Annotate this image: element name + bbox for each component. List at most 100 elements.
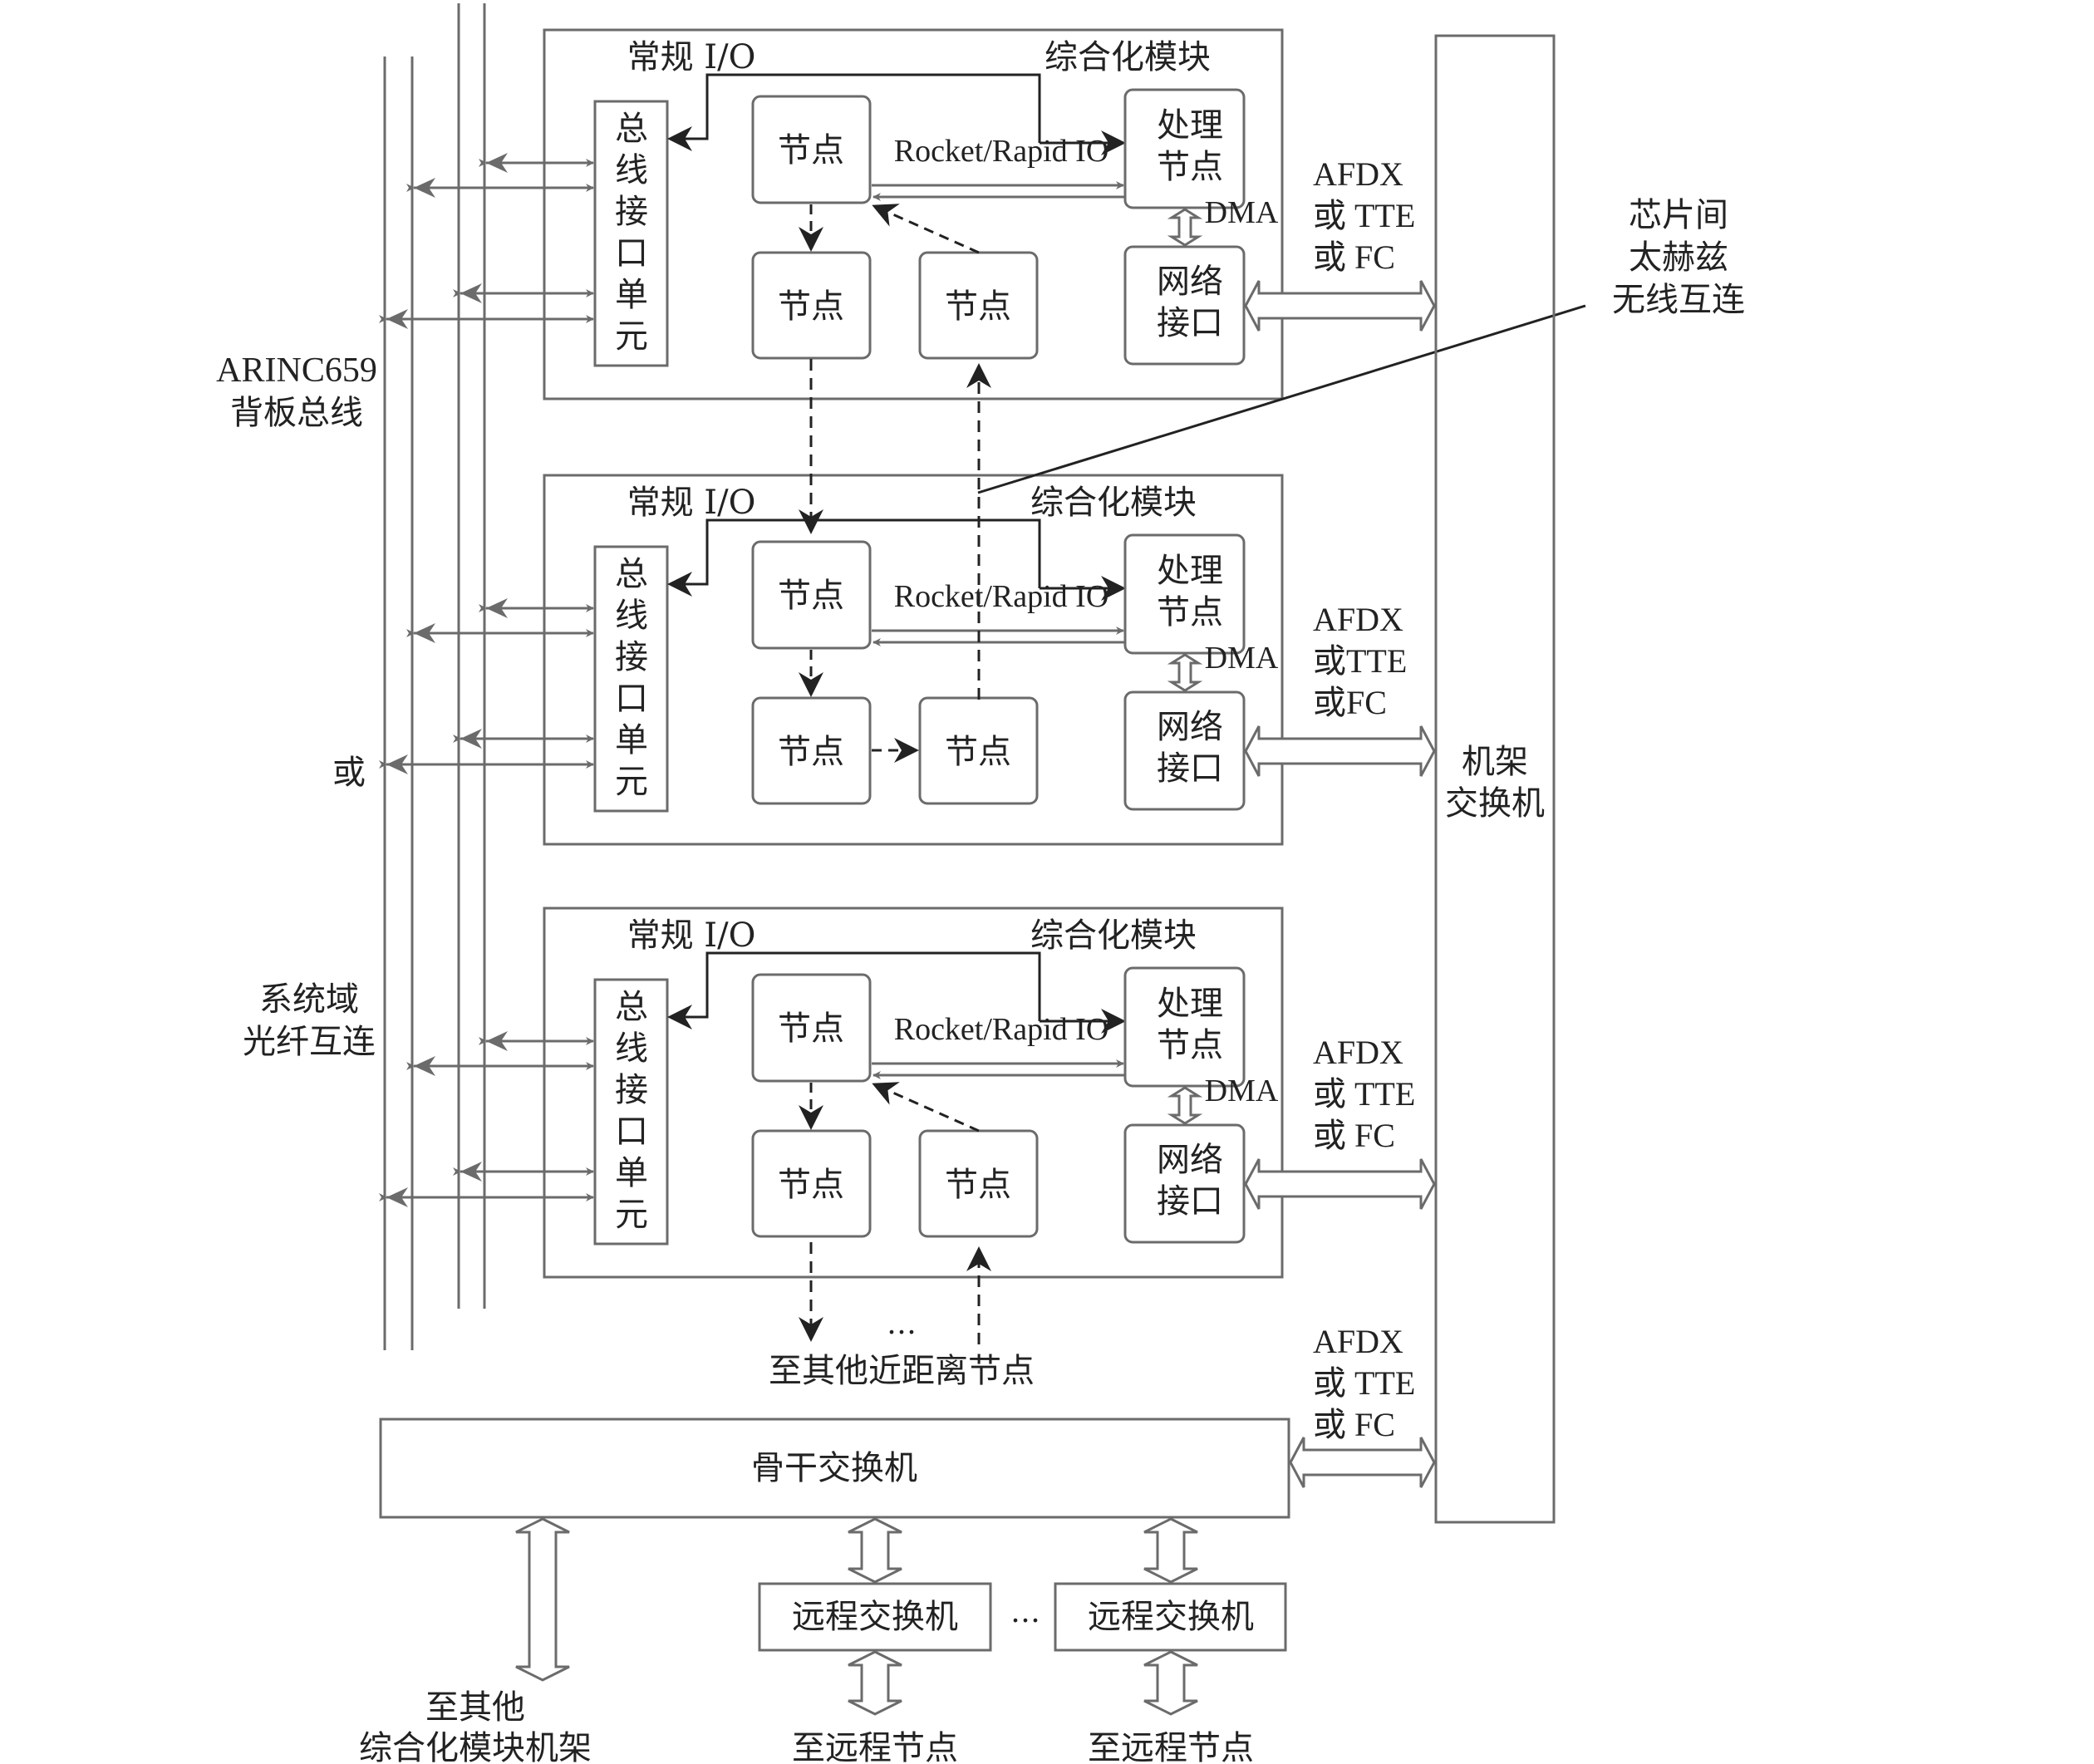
- fiber-label-line2: 光纤互连: [243, 1023, 376, 1061]
- network-interface-label-line2: 接口: [1157, 749, 1223, 788]
- network-interface-box[interactable]: [1123, 245, 1246, 366]
- node-label: 节点: [778, 287, 844, 326]
- network-interface-label-line2: 接口: [1157, 1182, 1223, 1221]
- rack-link-arrow-1: [1244, 280, 1436, 332]
- bus-interface-unit-char: 接: [615, 1071, 648, 1109]
- io-label: 常规 I/O: [627, 484, 756, 522]
- network-interface-box[interactable]: [1123, 1123, 1246, 1244]
- bus-interface-unit-char: 口: [615, 680, 648, 718]
- node-box[interactable]: [751, 696, 872, 805]
- arrowhead-icon: [486, 153, 508, 173]
- backbone-switch-label: 骨干交换机: [751, 1449, 917, 1487]
- arrowhead-icon: [414, 623, 435, 643]
- arrowhead-icon: [386, 754, 408, 774]
- dma-label: DMA: [1205, 1074, 1279, 1108]
- rack-switch[interactable]: 机架 交换机: [1434, 34, 1556, 1524]
- bus-interface-unit-char: 口: [615, 1113, 648, 1151]
- near-nodes-ellipsis: …: [887, 1307, 917, 1341]
- remote-switch-1[interactable]: 远程交换机: [758, 1582, 992, 1652]
- backplane-label-line1: ARINC659: [216, 351, 377, 390]
- bus-interface-unit[interactable]: [593, 978, 669, 1246]
- wireless-label-line1: 芯片间: [1629, 196, 1728, 234]
- other-racks-label-line2: 综合化模块机架: [359, 1729, 592, 1764]
- or-label: 或: [332, 754, 366, 792]
- arrowhead-icon: [414, 178, 435, 198]
- remote-switch-2[interactable]: 远程交换机: [1054, 1582, 1287, 1652]
- remote-nodes-label-2: 至远程节点: [1088, 1729, 1254, 1764]
- backplane-label-line2: 背板总线: [230, 394, 363, 432]
- io-route-line: [667, 73, 1041, 151]
- bus-interface-unit-char: 单: [615, 276, 648, 314]
- fiber-label-line1: 系统域: [259, 980, 359, 1019]
- dma-label: DMA: [1205, 195, 1279, 230]
- link-label: AFDX: [1313, 1323, 1403, 1360]
- node-box[interactable]: [751, 540, 872, 650]
- module-label: 综合化模块: [1030, 916, 1197, 955]
- backbone-switch[interactable]: 骨干交换机: [379, 1418, 1290, 1519]
- link-label: AFDX: [1313, 155, 1403, 193]
- dma-arrow: [1167, 1086, 1203, 1125]
- remote-switch-2-up-arrow: [1143, 1517, 1198, 1584]
- module-frame: [543, 28, 1284, 400]
- node-label: 节点: [778, 1166, 844, 1204]
- dashed-link-node-diagonal: [872, 1082, 980, 1133]
- dashed-link-node-diagonal: [872, 204, 980, 254]
- bus-interface-unit-char: 线: [615, 597, 648, 635]
- processing-node-box[interactable]: [1123, 533, 1246, 655]
- bus-interface-unit-char: 总: [615, 555, 648, 593]
- dma-arrow: [1167, 208, 1203, 247]
- processing-node-box[interactable]: [1123, 966, 1246, 1088]
- io-label: 常规 I/O: [627, 916, 756, 955]
- arrowhead-icon: [460, 1162, 482, 1182]
- bus-interface-unit-char: 单: [615, 1154, 648, 1192]
- link-label: AFDX: [1313, 1034, 1403, 1071]
- module-label: 综合化模块: [1030, 484, 1197, 522]
- wireless-label-line3: 无线互连: [1612, 281, 1745, 319]
- bus-interface-unit[interactable]: [593, 545, 669, 813]
- network-interface-label-line1: 网络: [1157, 708, 1223, 746]
- rapidio-label: Rocket/Rapid IO: [894, 579, 1109, 614]
- node-box[interactable]: [751, 251, 872, 360]
- node-box[interactable]: [751, 973, 872, 1083]
- bus-interface-unit[interactable]: [593, 100, 669, 367]
- bus-interface-unit-char: 单: [615, 721, 648, 759]
- link-label: 或FC: [1313, 684, 1387, 721]
- remote-switch-2-down-arrow: [1143, 1650, 1198, 1716]
- network-interface-box[interactable]: [1123, 690, 1246, 811]
- bus-interface-unit-char: 总: [615, 988, 648, 1026]
- rack-link-arrow-2: [1244, 725, 1436, 777]
- node-box[interactable]: [751, 95, 872, 204]
- link-label: 或 FC: [1313, 238, 1395, 276]
- network-interface-label-line2: 接口: [1157, 304, 1223, 342]
- arrowhead-icon: [386, 309, 408, 329]
- other-racks-label-line1: 至其他: [425, 1688, 525, 1727]
- wireless-pointer-line: [977, 304, 1586, 494]
- processing-node-label-line1: 处理: [1157, 985, 1223, 1023]
- bus-interface-unit-char: 元: [615, 763, 648, 801]
- remote-switch-2-label: 远程交换机: [1088, 1598, 1254, 1636]
- processing-node-label-line2: 节点: [1157, 148, 1223, 186]
- processing-node-box[interactable]: [1123, 88, 1246, 209]
- rack-switch-label-line2: 交换机: [1445, 784, 1545, 823]
- bottom-links: [515, 1517, 1198, 1716]
- inter-module-links: [799, 359, 991, 1344]
- node-label: 节点: [778, 577, 844, 615]
- arrowhead-icon: [486, 1031, 508, 1051]
- bus-interface-unit-char: 线: [615, 151, 648, 189]
- arrowhead-icon: [414, 1056, 435, 1076]
- bus-interface-unit-char: 总: [615, 110, 648, 148]
- bus-interface-unit-char: 线: [615, 1029, 648, 1068]
- bus-interface-unit-char: 接: [615, 193, 648, 231]
- link-label: 或 TTE: [1313, 1364, 1415, 1402]
- link-label: AFDX: [1313, 601, 1403, 638]
- bus-interface-unit-char: 口: [615, 234, 648, 273]
- processing-node-label-line2: 节点: [1157, 1026, 1223, 1064]
- io-label: 常规 I/O: [627, 38, 756, 76]
- node-box[interactable]: [751, 1129, 872, 1238]
- link-label: 或 FC: [1313, 1117, 1395, 1154]
- rapidio-label: Rocket/Rapid IO: [894, 1012, 1109, 1047]
